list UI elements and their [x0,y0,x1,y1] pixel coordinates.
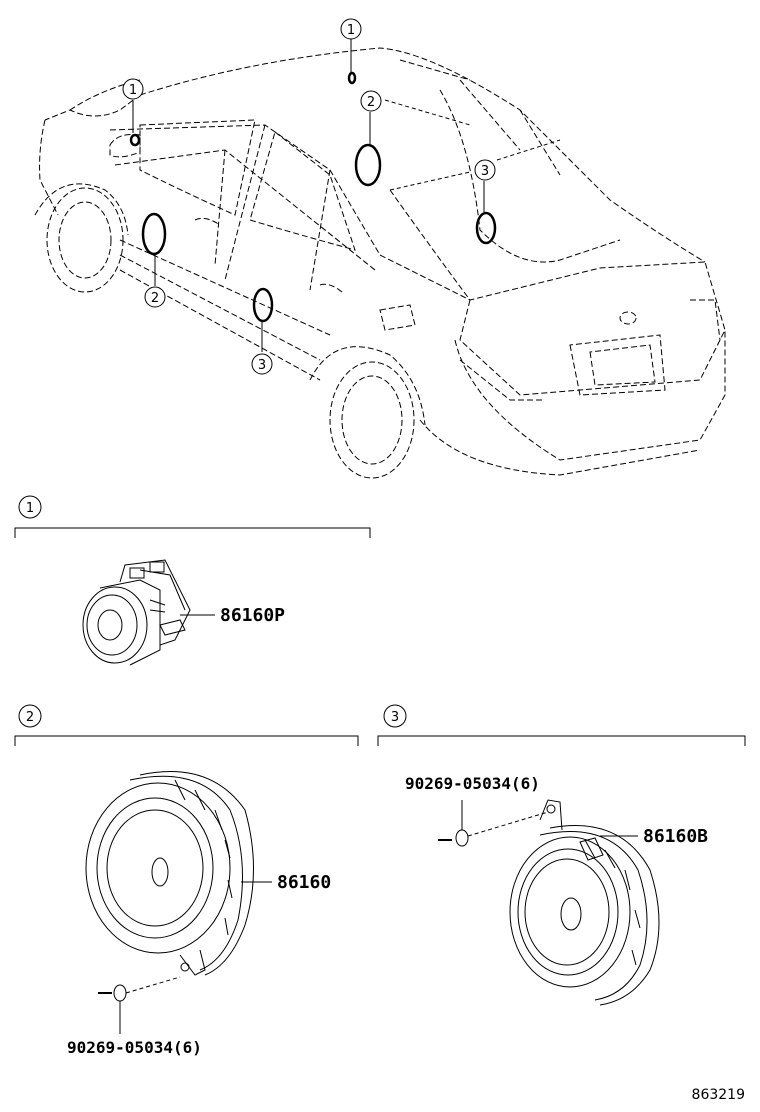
speaker-locations [129,71,497,323]
svg-text:1: 1 [26,501,34,516]
part-label-screw-3: 90269-05034(6) [405,774,540,793]
car-illustration [34,47,726,479]
part-label-screw-2: 90269-05034(6) [67,1038,202,1057]
rear-right-speaker-location [475,211,497,245]
front-door-speaker-location [354,143,382,187]
callout-2-front-left: 2 [144,286,166,308]
part-label-86160b: 86160B [643,826,708,847]
svg-text:1: 1 [129,83,137,98]
svg-text:1: 1 [347,23,355,38]
svg-text:3: 3 [391,710,399,725]
svg-text:3: 3 [481,164,489,179]
diagram-reference-number: 863219 [692,1087,745,1103]
callout-1-roof: 1 [340,18,362,40]
front-door-left-speaker-location [141,212,167,256]
section-1: 1 [14,495,371,538]
callout-2-front-right: 2 [360,90,382,112]
speaker-86160-illustration [85,771,254,1002]
speaker-86160b-illustration [438,799,660,1006]
callout-3-rear-left: 3 [251,353,273,375]
tweeter-86160p-illustration [82,559,191,666]
roof-tweeter-location [347,71,357,85]
car-leader-lines [132,39,561,352]
callout-3-rear-right: 3 [474,159,496,181]
part-label-86160p: 86160P [220,605,285,626]
part-label-86160: 86160 [277,872,331,893]
section-3: 3 [377,704,746,746]
rear-door-speaker-location [252,287,274,323]
svg-text:3: 3 [258,358,266,373]
svg-text:2: 2 [151,291,159,306]
callout-1-mirror: 1 [122,78,144,100]
front-tweeter-location [129,133,141,147]
svg-text:2: 2 [367,95,375,110]
section-2: 2 [14,704,359,746]
svg-text:2: 2 [26,710,34,725]
